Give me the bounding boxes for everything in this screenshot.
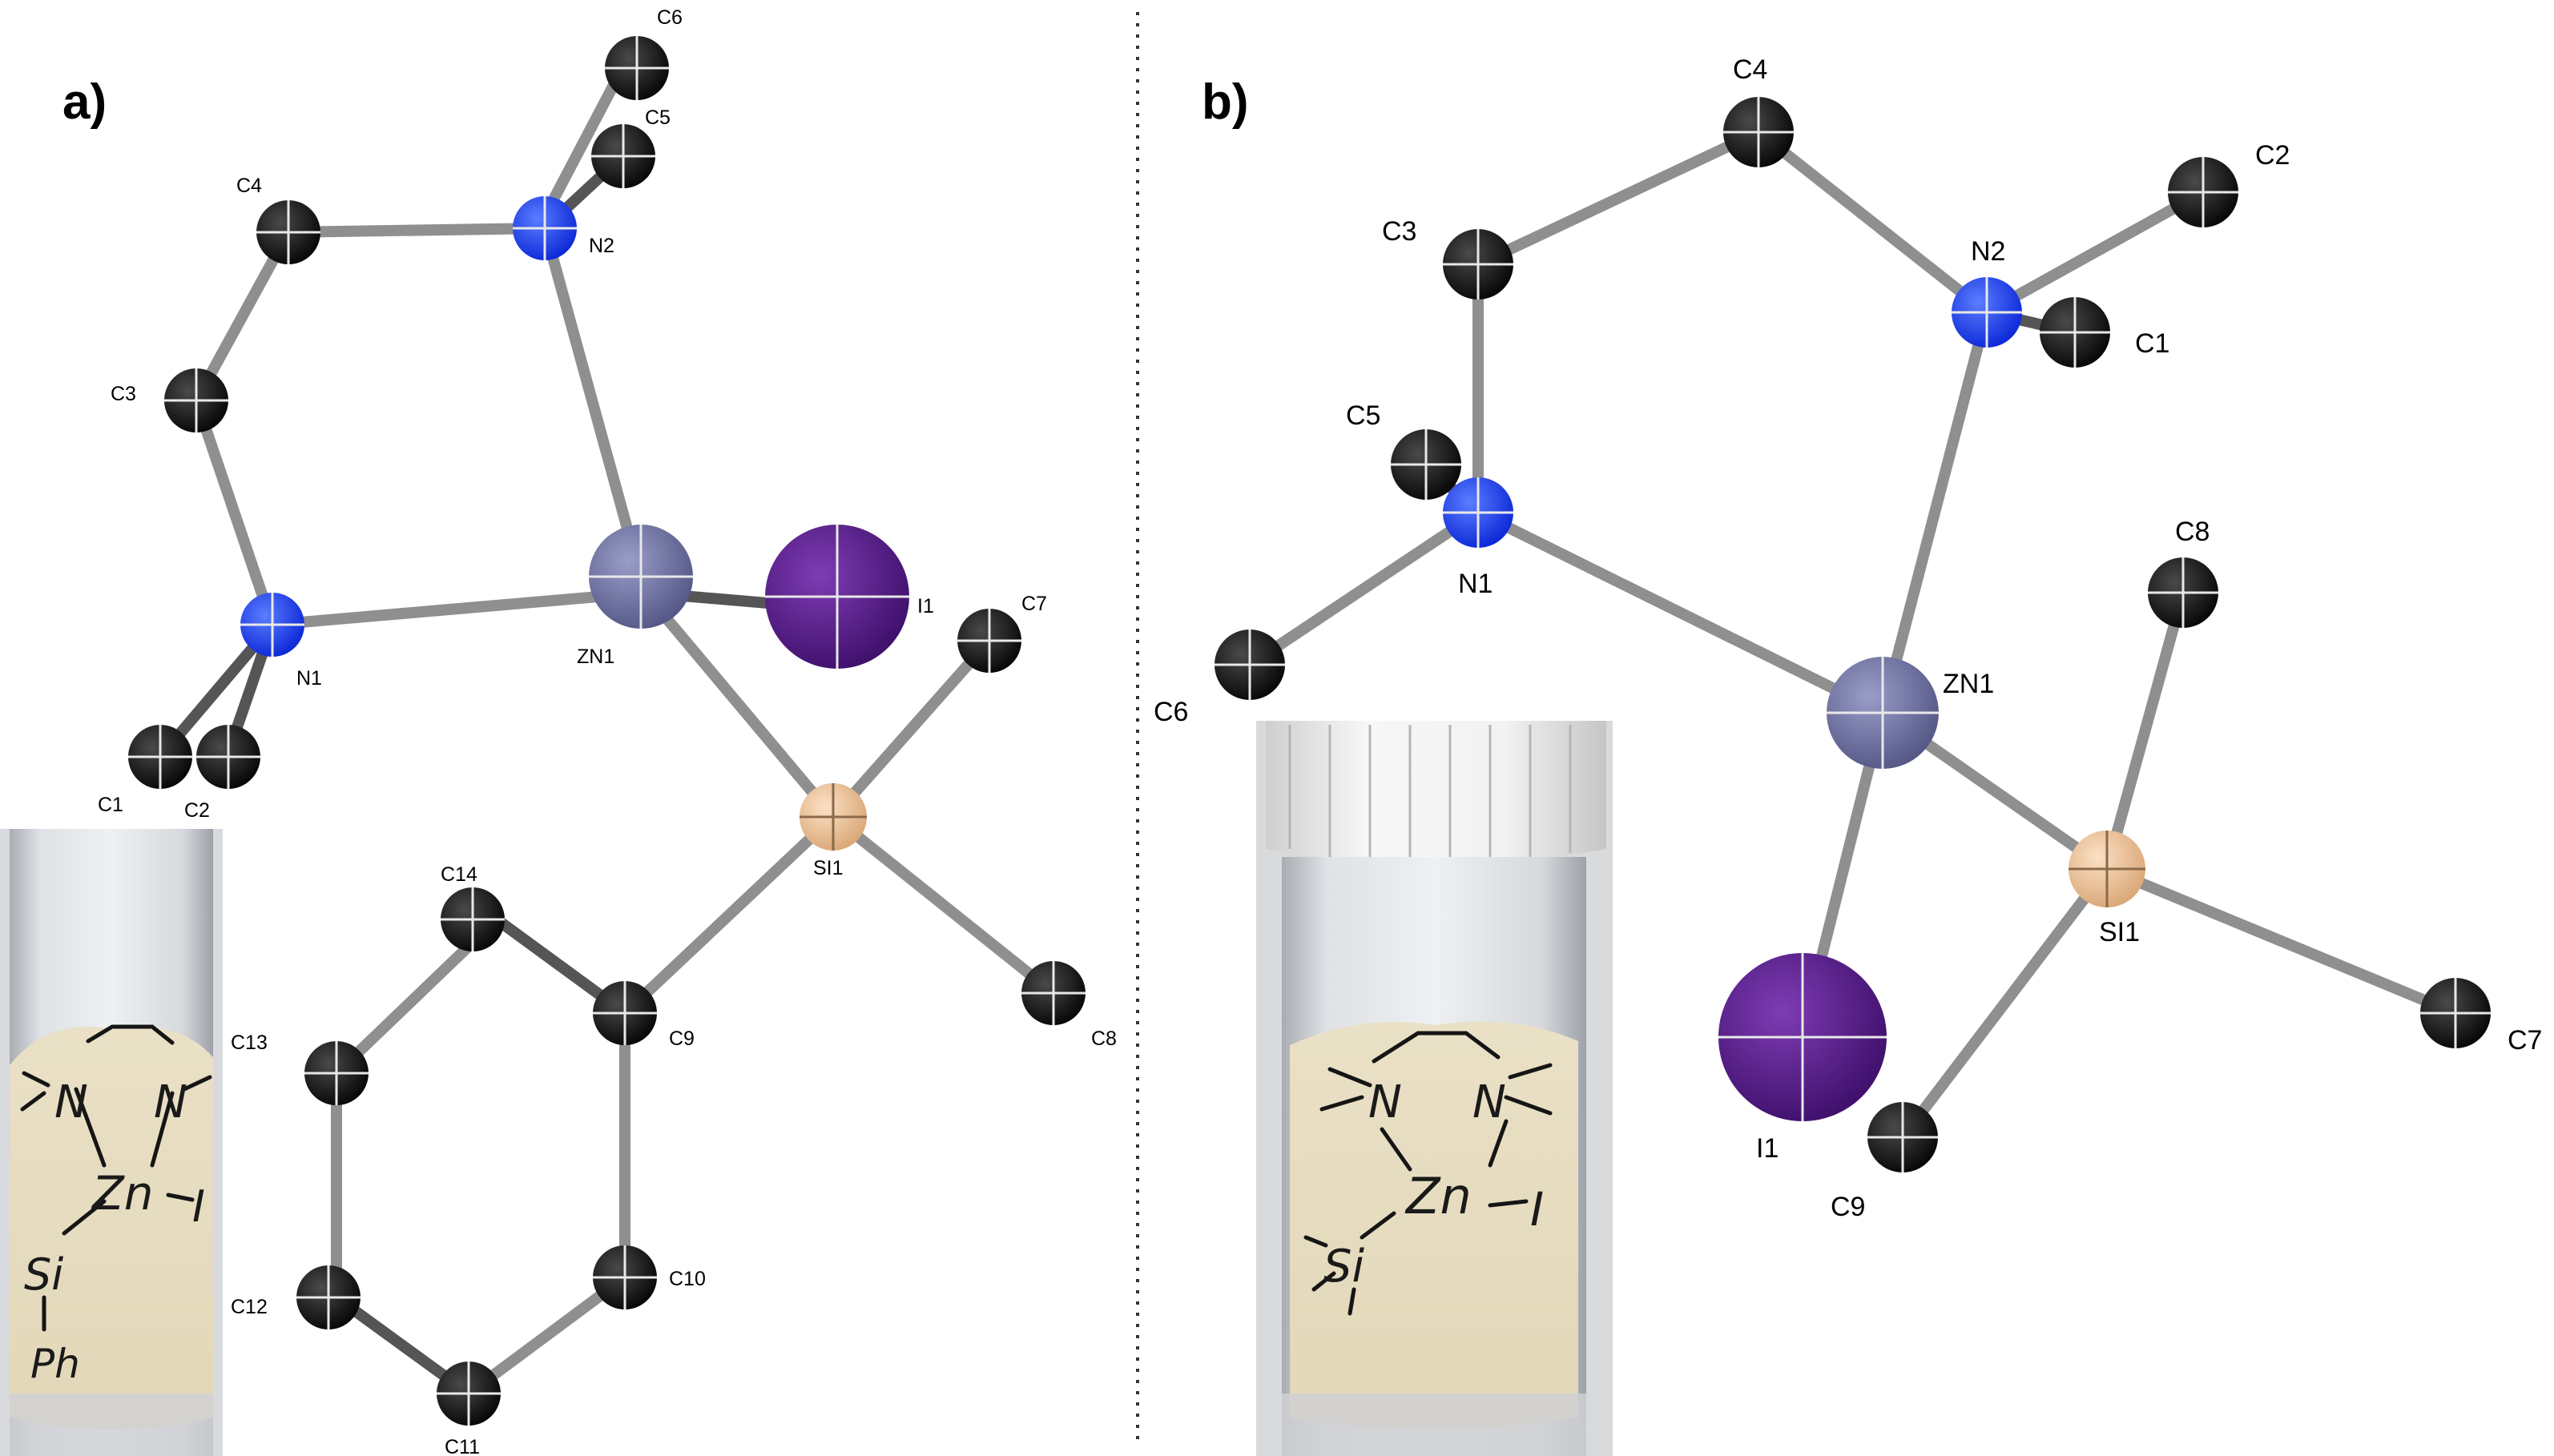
atom-a-C7: [957, 609, 1021, 673]
panel-a-hand-Si: Si: [24, 1249, 63, 1300]
atom-a-I1: [765, 525, 909, 669]
atom-b-C4: [1723, 97, 1794, 167]
panel-a-hand-N-right: N: [154, 1076, 187, 1128]
panel-b-hand-N-left: N: [1368, 1076, 1402, 1128]
label-a-N1: N1: [296, 667, 322, 690]
panel-a-hand-Zn: Zn: [91, 1166, 154, 1221]
atom-b-C9: [1867, 1102, 1938, 1172]
label-b-C3: C3: [1382, 216, 1416, 247]
label-b-N1: N1: [1458, 569, 1493, 599]
label-a-C13: C13: [231, 1032, 268, 1054]
panel-a-dark-bonds: [155, 151, 839, 1399]
label-b-I1: I1: [1756, 1133, 1779, 1164]
atom-a-SI1: [800, 783, 867, 851]
panel-label-b: b): [1202, 74, 1249, 130]
label-a-C3: C3: [111, 383, 136, 405]
label-a-C8: C8: [1091, 1028, 1117, 1050]
label-b-C8: C8: [2175, 517, 2210, 547]
atom-a-N2: [513, 196, 577, 260]
panel-a-structure: C6 C5 N2 C4 C3 N1 ZN1 I1 C7 C1 C2 SI1 C1…: [98, 6, 1117, 1456]
atom-b-C6: [1215, 629, 1285, 700]
panel-a-hand-Ph: Ph: [30, 1341, 80, 1387]
panel-b-hand-Zn: Zn: [1404, 1167, 1472, 1225]
atom-a-C6: [605, 36, 669, 100]
panel-b-hand-Si: Si: [1323, 1241, 1365, 1293]
atom-a-N1: [240, 593, 304, 657]
label-b-ZN1: ZN1: [1943, 669, 1994, 699]
label-a-C11: C11: [445, 1436, 480, 1456]
label-a-C14: C14: [441, 863, 477, 886]
panel-a-hand-I: I: [192, 1181, 205, 1232]
panel-b-handwritten-structure: [1303, 1031, 1553, 1316]
label-a-C4: C4: [236, 175, 262, 197]
atom-a-C4: [256, 200, 320, 264]
atom-b-N1: [1443, 477, 1513, 548]
atom-b-N2: [1952, 277, 2022, 348]
atom-a-C5: [591, 124, 655, 188]
label-b-C6: C6: [1154, 697, 1188, 727]
label-b-C2: C2: [2255, 140, 2290, 171]
panel-a-handwritten-structure: [20, 1024, 212, 1332]
label-b-C1: C1: [2135, 328, 2169, 359]
label-a-C1: C1: [98, 794, 123, 816]
panel-b-hand-N-right: N: [1472, 1076, 1506, 1128]
atom-a-C11: [437, 1361, 501, 1426]
atom-a-C10: [593, 1245, 657, 1309]
label-b-C4: C4: [1733, 54, 1767, 85]
atom-b-I1: [1718, 953, 1887, 1121]
label-b-C9: C9: [1831, 1192, 1865, 1222]
label-b-C5: C5: [1346, 400, 1380, 431]
label-a-C10: C10: [669, 1268, 706, 1290]
atom-a-C12: [296, 1265, 361, 1329]
label-b-N2: N2: [1971, 236, 2005, 267]
panel-b-vial-photo: N N Zn I Si: [1256, 721, 1613, 1456]
panel-a-bonds: [191, 62, 1059, 1399]
label-a-C5: C5: [645, 107, 671, 129]
atom-a-C3: [164, 368, 228, 432]
atom-b-C2: [2168, 157, 2238, 227]
atom-b-C3: [1443, 229, 1513, 300]
label-a-C2: C2: [184, 799, 210, 822]
panel-a-vial-photo: N N Zn I Si Ph: [0, 829, 223, 1456]
label-b-SI1: SI1: [2099, 917, 2140, 947]
panel-b-structure: C4 C2 C3 N2 C1 C5 N1 C8 ZN1 C6 SI1 C7 I1…: [1154, 54, 2542, 1222]
atom-b-C1: [2040, 297, 2110, 368]
label-a-SI1: SI1: [813, 857, 844, 879]
atom-a-C9: [593, 981, 657, 1045]
panel-b-hand-I: I: [1530, 1182, 1544, 1237]
atom-a-C13: [304, 1041, 369, 1105]
label-a-C6: C6: [657, 6, 683, 29]
label-a-N2: N2: [589, 235, 614, 257]
atom-b-SI1: [2069, 831, 2145, 907]
atom-a-C2: [196, 725, 260, 789]
label-a-I1: I1: [917, 595, 934, 617]
atom-b-C8: [2148, 557, 2218, 628]
label-a-C12: C12: [231, 1296, 268, 1318]
atom-a-ZN1: [589, 525, 693, 629]
atom-a-C1: [128, 725, 192, 789]
label-a-C7: C7: [1021, 593, 1047, 615]
atom-b-C5: [1391, 429, 1461, 500]
panel-a-hand-N-left: N: [54, 1076, 88, 1128]
panel-label-a: a): [62, 74, 107, 130]
atom-a-C8: [1021, 961, 1086, 1025]
atom-b-C7: [2420, 978, 2491, 1048]
atom-a-C14: [441, 887, 505, 951]
label-a-ZN1: ZN1: [577, 646, 614, 668]
label-b-C7: C7: [2508, 1025, 2542, 1056]
atom-b-ZN1: [1827, 657, 1939, 769]
label-a-C9: C9: [669, 1028, 695, 1050]
